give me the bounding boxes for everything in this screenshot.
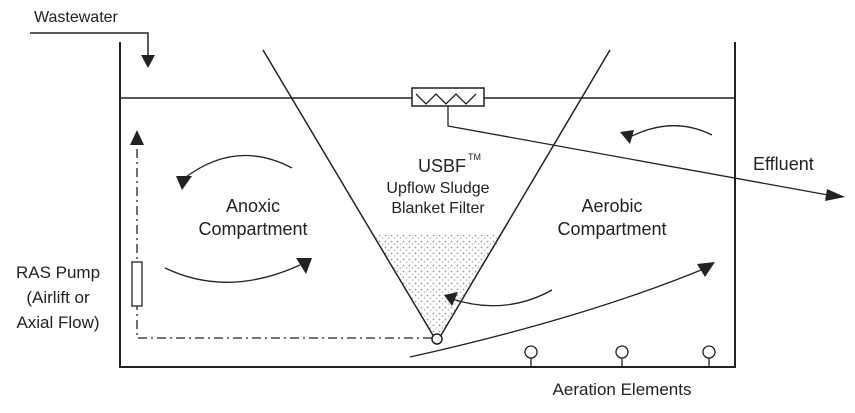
aeration-label: Aeration Elements xyxy=(553,380,692,399)
aerobic-arrow-bottom xyxy=(409,267,707,358)
weir-serrations xyxy=(415,93,477,105)
cone-outlet xyxy=(431,333,443,345)
tank-outline xyxy=(119,42,736,368)
ras-line xyxy=(136,145,432,339)
aerobic-arrowhead-middle xyxy=(444,292,458,306)
wastewater-label: Wastewater xyxy=(34,9,119,26)
aerobic-label-line1: Aerobic xyxy=(581,196,642,216)
effluent-line xyxy=(447,106,829,196)
aeration-element xyxy=(702,345,716,366)
ras-label-line1: RAS Pump xyxy=(16,263,100,282)
ras-label-line2: (Airlift or xyxy=(26,288,90,307)
aerobic-arrowhead-bottom xyxy=(697,262,715,277)
ras-arrowhead xyxy=(130,130,144,145)
aeration-element xyxy=(524,345,538,366)
effluent-label: Effluent xyxy=(753,154,814,174)
cone-right-wall xyxy=(436,49,611,343)
wastewater-inflow-line xyxy=(30,32,149,55)
anoxic-arrowhead-bottom xyxy=(296,258,312,274)
anoxic-label-line1: Anoxic xyxy=(226,196,280,216)
effluent-arrowhead xyxy=(825,189,845,201)
aerobic-arrow-top xyxy=(627,125,713,139)
anoxic-label-line2: Compartment xyxy=(198,219,307,239)
anoxic-arrow-bottom xyxy=(164,264,301,283)
trademark-mark: TM xyxy=(468,152,481,162)
aerobic-arrow-middle xyxy=(451,289,553,307)
aerobic-arrowhead-top xyxy=(620,130,634,144)
sludge-blanket xyxy=(373,235,502,342)
aeration-element xyxy=(615,345,629,366)
anoxic-arrowhead-top xyxy=(176,176,192,190)
wastewater-arrowhead xyxy=(141,55,155,68)
usbf-line2: Blanket Filter xyxy=(391,200,485,217)
ras-pump-symbol xyxy=(131,261,143,307)
usbf-title: USBF xyxy=(418,156,466,176)
ras-label-line3: Axial Flow) xyxy=(16,313,99,332)
aerobic-label-line2: Compartment xyxy=(557,219,666,239)
usbf-line1: Upflow Sludge xyxy=(386,180,489,197)
cone-left-wall xyxy=(262,49,438,343)
anoxic-arrow-top xyxy=(181,154,293,181)
